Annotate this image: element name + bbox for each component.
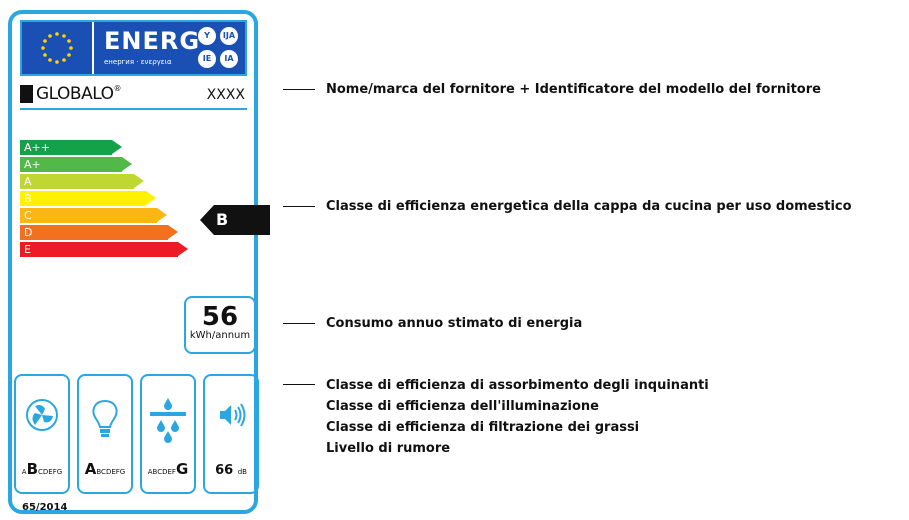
leader-line (283, 89, 315, 90)
scale-bar-4: C (20, 208, 167, 223)
scale-bar-0: A++ (20, 140, 122, 155)
lang-badge: Y (198, 27, 216, 45)
supplier-row: GLOBALO® XXXX (20, 82, 247, 110)
brand-name: GLOBALO® (36, 84, 121, 104)
annotation-lighting: Classe di efficienza dell'illuminazione (326, 399, 599, 414)
annotation-pollutant: Classe di efficienza di assorbimento deg… (326, 378, 709, 393)
annotation-efficiency-class: Classe di efficienza energetica della ca… (326, 199, 852, 214)
consumption-box: 56 kWh/annum (184, 296, 256, 354)
current-class-arrow: B (200, 205, 270, 235)
lang-badge: IE (198, 50, 216, 68)
annotation-consumption: Consumo annuo stimato di energia (326, 316, 583, 331)
pollutant-absorption-box: ABCDEFG (14, 374, 70, 494)
brand-logo-icon (20, 85, 33, 103)
annotation-noise: Livello di rumore (326, 441, 451, 456)
energy-title: ENERG (104, 27, 201, 55)
label-header: ENERG енергия · ενεργεια Y IJA IE IA (20, 20, 247, 76)
lighting-box: ABCDEFG (77, 374, 133, 494)
lang-badge: IA (220, 50, 238, 68)
energy-subtitle: енергия · ενεργεια (104, 58, 172, 66)
scale-bar-3: B (20, 191, 156, 206)
leader-line (283, 384, 315, 385)
consumption-value: 56 (201, 302, 239, 332)
fan-icon (16, 398, 68, 439)
grease-scale: ABCDEFG (147, 460, 189, 478)
speaker-icon (205, 398, 257, 439)
scale-bar-6: E (20, 242, 188, 257)
regulation-number: 65/2014 (22, 502, 68, 513)
annotation-supplier: Nome/marca del fornitore + Identificator… (326, 82, 821, 97)
leader-line (283, 206, 315, 207)
pollutant-scale: ABCDEFG (21, 460, 63, 478)
annotation-grease: Classe di efficienza di filtrazione dei … (326, 420, 640, 435)
lightbulb-icon (79, 398, 131, 449)
grease-filter-icon (142, 398, 194, 453)
lang-badge: IJA (220, 27, 238, 45)
scale-bar-2: A (20, 174, 144, 189)
energy-label: ENERG енергия · ενεργεια Y IJA IE IA GLO… (8, 10, 270, 514)
leader-line (283, 323, 315, 324)
eu-flag-icon (22, 22, 92, 74)
current-class-label: B (214, 205, 270, 235)
grease-filtering-box: ABCDEFG (140, 374, 196, 494)
noise-level: 66 dB (215, 463, 247, 478)
noise-box: 66 dB (203, 374, 259, 494)
scale-bar-1: A+ (20, 157, 132, 172)
model-identifier: XXXX (206, 87, 245, 103)
energy-title-box: ENERG енергия · ενεργεια Y IJA IE IA (94, 22, 245, 74)
lighting-scale: ABCDEFG (84, 460, 126, 478)
annotation-group: Classe di efficienza di assorbimento deg… (326, 375, 709, 459)
scale-bar-5: D (20, 225, 178, 240)
consumption-unit: kWh/annum (189, 330, 251, 341)
